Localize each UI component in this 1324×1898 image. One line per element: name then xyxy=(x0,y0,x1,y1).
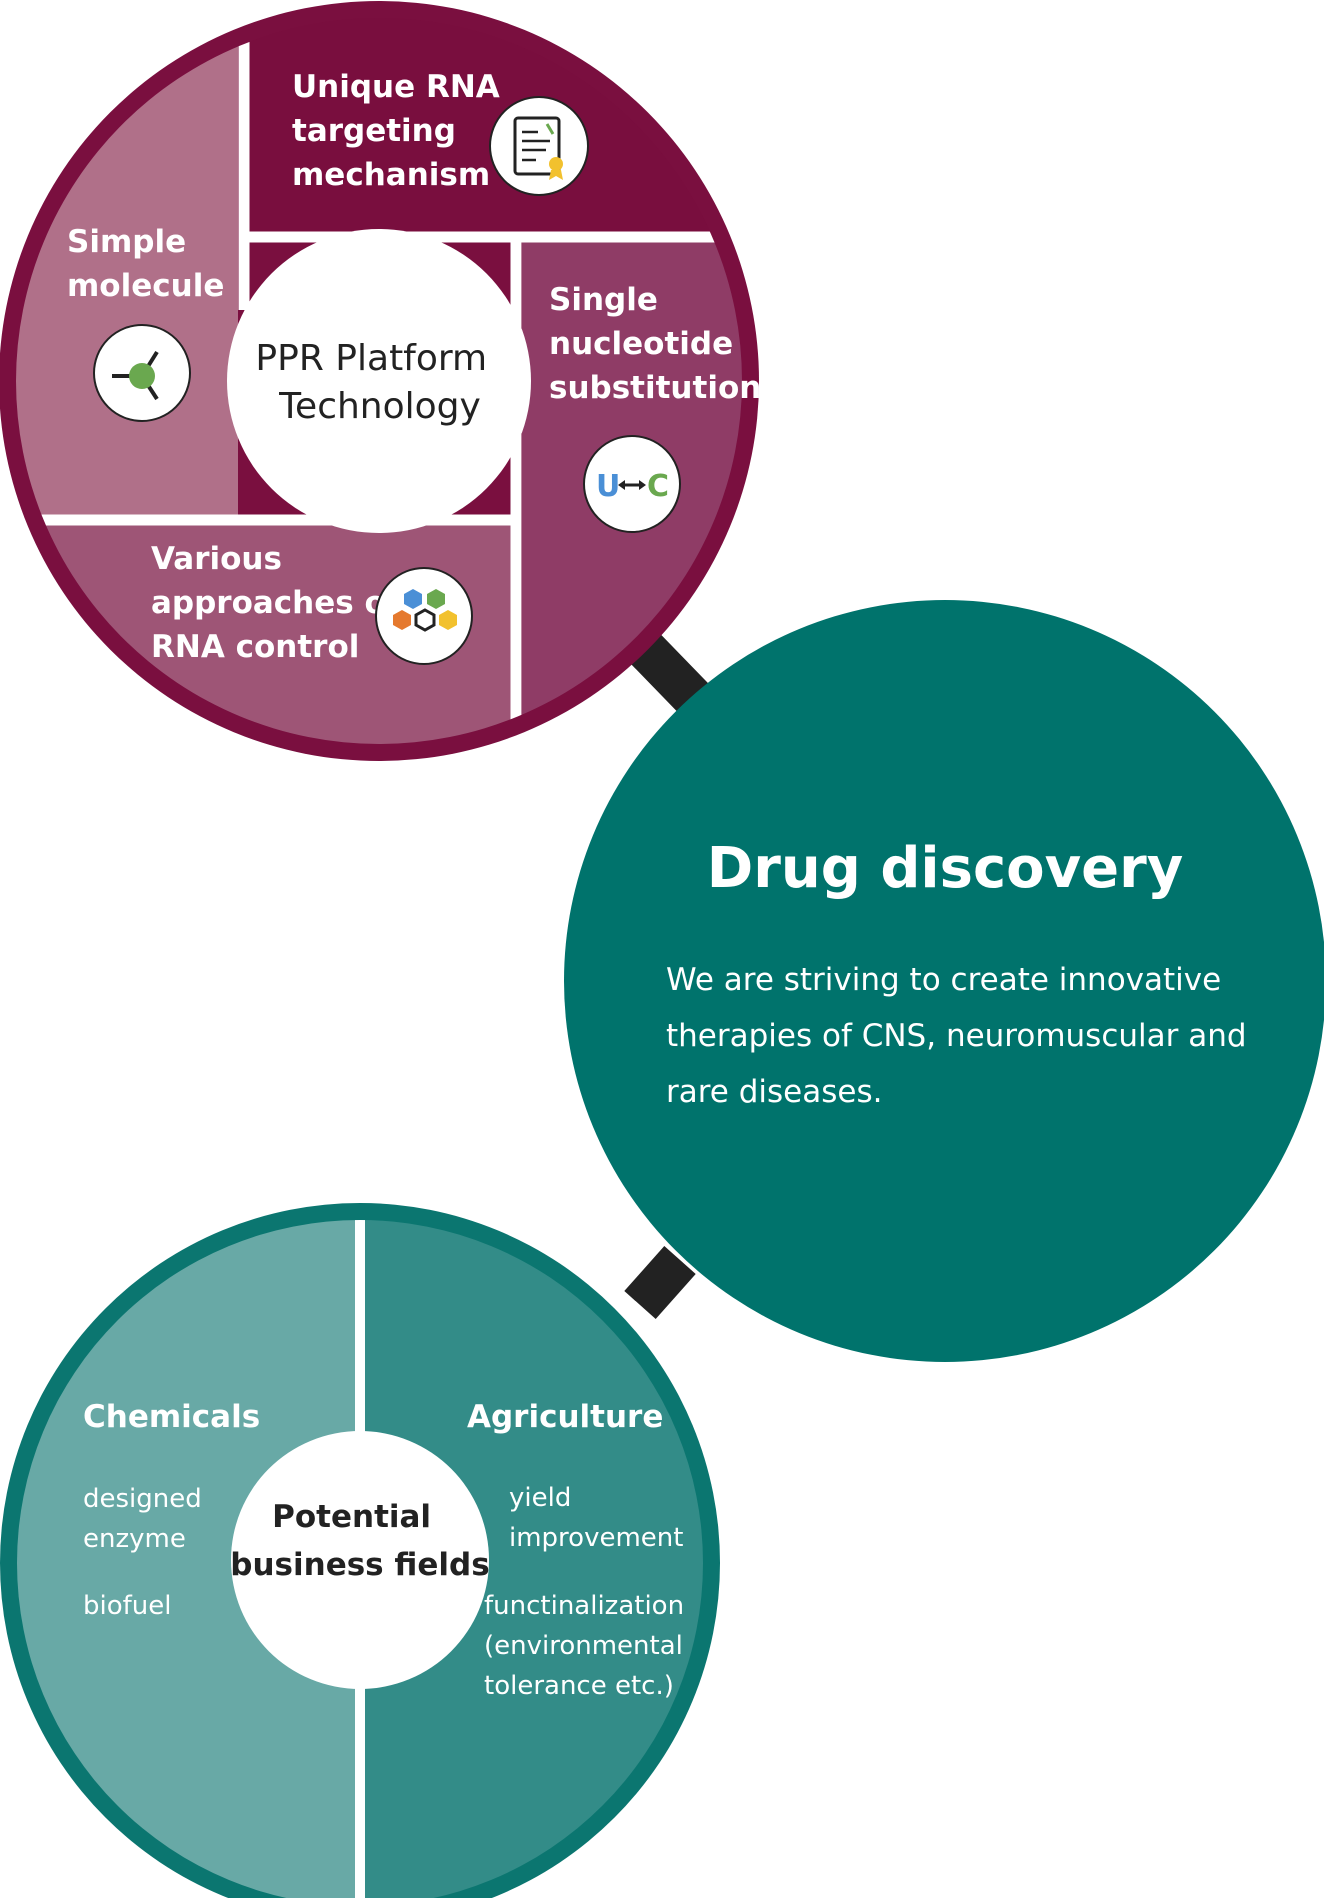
various-approaches-label: Various approaches of RNA control xyxy=(151,541,410,665)
chemicals-item-enzyme: designed enzyme xyxy=(83,1484,210,1554)
molecule-icon xyxy=(93,324,191,422)
ppr-center-circle xyxy=(227,229,531,533)
svg-text:U: U xyxy=(596,469,620,504)
simple-molecule-label: Simple molecule xyxy=(67,224,224,304)
svg-text:C: C xyxy=(647,469,669,504)
ppr-platform-circle: PPR Platform Technology Unique RNA targe… xyxy=(0,1,761,761)
connector-bottom xyxy=(624,1246,696,1319)
description-line: We are striving to create innovative xyxy=(666,962,1222,998)
single-nucleotide-label: Single nucleotide substitution xyxy=(549,282,761,406)
drug-discovery-title: Drug discovery xyxy=(707,836,1183,901)
chemicals-item-biofuel: biofuel xyxy=(83,1591,172,1621)
drug-discovery-description: We are striving to create innovative the… xyxy=(666,952,1256,1120)
ppr-center-title: PPR Platform Technology xyxy=(255,338,498,427)
hexagon-cluster-icon xyxy=(375,567,473,665)
u-c-swap-icon: U C xyxy=(583,435,681,533)
agriculture-heading: Agriculture xyxy=(467,1399,663,1435)
drug-discovery-circle xyxy=(564,600,1324,1362)
unique-rna-label: Unique RNA targeting mechanism xyxy=(292,69,511,193)
description-line: rare diseases. xyxy=(666,1074,883,1110)
business-center-circle xyxy=(231,1431,489,1689)
certificate-icon xyxy=(489,96,589,196)
description-line: therapies of CNS, neuromuscular and xyxy=(666,1018,1247,1054)
agriculture-item-yield: yield improvement xyxy=(509,1483,683,1553)
business-center-title: Potential business fields xyxy=(230,1499,489,1583)
chemicals-heading: Chemicals xyxy=(83,1399,260,1435)
agriculture-item-functionalization: functinalization (environmental toleranc… xyxy=(484,1591,692,1701)
